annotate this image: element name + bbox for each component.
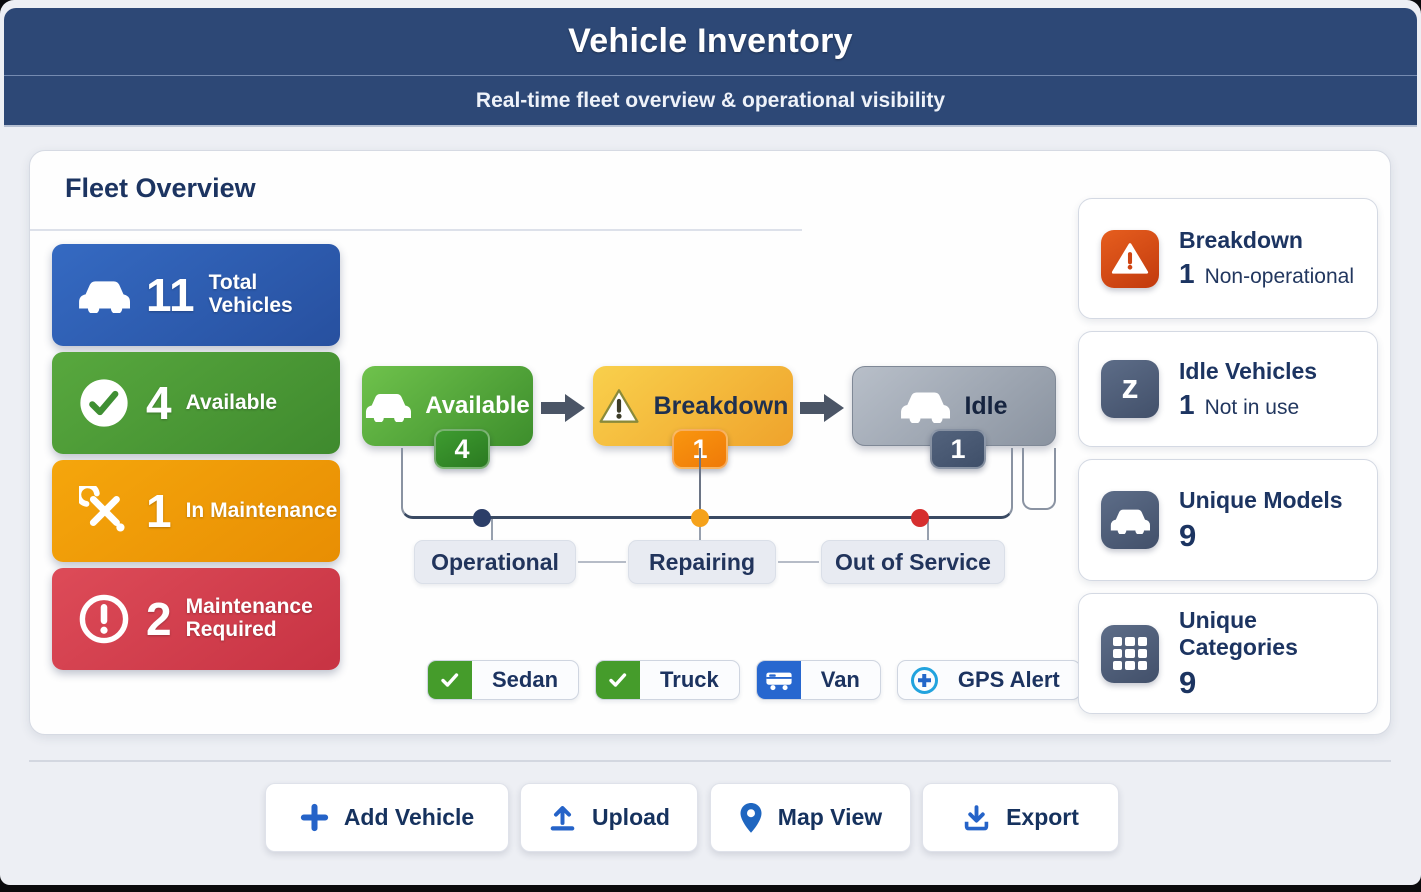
category-tag-row: Sedan Truck Van GPS Alert — [427, 660, 1081, 700]
summary-card-unique-models[interactable]: Unique Models 9 — [1078, 459, 1378, 581]
tag-sedan[interactable]: Sedan — [427, 660, 580, 700]
summary-card-breakdown[interactable]: Breakdown 1 Non-operational — [1078, 198, 1378, 319]
action-label: Export — [1006, 804, 1079, 830]
state-link-line — [578, 561, 626, 563]
flow-node-label: Available — [425, 392, 530, 419]
summary-value: 9 — [1179, 517, 1197, 553]
summary-caption: Not in use — [1204, 395, 1300, 419]
state-label-repairing: Repairing — [628, 540, 776, 584]
stat-card-maintenance-required[interactable]: 2 Maintenance Required — [52, 568, 340, 670]
state-label-out-of-service: Out of Service — [821, 540, 1005, 584]
state-link-line — [778, 561, 819, 563]
stat-label: In Maintenance — [185, 498, 338, 522]
state-label-operational: Operational — [414, 540, 576, 584]
download-icon — [964, 805, 989, 831]
map-pin-icon — [740, 802, 762, 833]
warning-triangle-icon — [1101, 229, 1159, 288]
tag-label: GPS Alert — [957, 667, 1060, 692]
stat-card-column: 11 Total Vehicles 4 Available 1 In Maint… — [52, 244, 340, 676]
car-icon — [74, 278, 134, 313]
toolbar-divider — [29, 760, 1391, 762]
check-icon — [428, 661, 472, 699]
page-title: Vehicle Inventory — [568, 22, 853, 60]
flow-badge-available-count: 4 — [434, 429, 490, 469]
sleep-z-icon: z — [1101, 360, 1159, 418]
stat-label: Maintenance Required — [185, 595, 313, 641]
app-header: Vehicle Inventory — [4, 8, 1417, 75]
stat-value: 2 — [146, 593, 172, 645]
fleet-overview-panel: Fleet Overview 11 Total Vehicles 4 Avail… — [29, 150, 1391, 735]
add-vehicle-button[interactable]: Add Vehicle — [265, 783, 509, 852]
summary-title: Unique Models — [1179, 486, 1343, 513]
stat-card-available[interactable]: 4 Available — [52, 352, 340, 454]
status-dot-repairing — [691, 509, 709, 527]
summary-title: Breakdown — [1179, 227, 1303, 253]
stat-value: 4 — [146, 377, 172, 429]
flow-badge-idle-count: 1 — [930, 429, 986, 469]
stat-label: Total Vehicles — [208, 271, 293, 317]
summary-title: Unique Categories — [1179, 606, 1298, 660]
car-icon — [366, 393, 412, 422]
car-icon — [1101, 491, 1159, 549]
stat-card-total-vehicles[interactable]: 11 Total Vehicles — [52, 244, 340, 346]
app-subheader: Real-time fleet overview & operational v… — [4, 75, 1417, 127]
status-dot-out-of-service — [911, 509, 929, 527]
summary-value: 1 — [1179, 258, 1195, 289]
tag-van[interactable]: Van — [755, 660, 881, 700]
tag-gps-alert[interactable]: GPS Alert — [896, 660, 1081, 700]
flow-connector-stub — [491, 519, 493, 541]
panel-divider — [30, 229, 802, 231]
arrow-right-icon — [541, 394, 587, 422]
check-icon — [596, 661, 641, 699]
flow-connector-bracket — [1022, 448, 1056, 510]
stat-value: 1 — [146, 485, 172, 537]
gps-icon — [910, 666, 938, 694]
stat-label: Available — [185, 390, 278, 414]
stat-value: 11 — [146, 269, 195, 321]
grid-icon — [1101, 624, 1159, 683]
status-dot-operational — [473, 509, 491, 527]
plus-icon — [300, 803, 328, 832]
flow-connector-stub — [927, 519, 929, 541]
map-view-button[interactable]: Map View — [710, 783, 911, 852]
alert-circle-icon — [74, 592, 134, 646]
tag-label: Truck — [660, 667, 719, 692]
action-label: Upload — [592, 804, 670, 830]
check-circle-icon — [74, 376, 134, 430]
action-label: Add Vehicle — [343, 804, 475, 830]
tag-label: Van — [820, 667, 860, 692]
stat-card-in-maintenance[interactable]: 1 In Maintenance — [52, 460, 340, 562]
flow-connector-stub — [699, 448, 701, 517]
summary-card-unique-categories[interactable]: Unique Categories 9 — [1078, 593, 1378, 714]
van-icon — [756, 661, 801, 699]
action-label: Map View — [777, 804, 883, 830]
flow-node-label: Breakdown — [653, 391, 789, 420]
summary-value: 9 — [1179, 664, 1197, 700]
summary-caption: Non-operational — [1204, 265, 1355, 288]
upload-icon — [550, 806, 575, 831]
car-icon — [901, 392, 951, 423]
warning-triangle-icon — [599, 388, 639, 423]
tag-truck[interactable]: Truck — [595, 660, 740, 700]
summary-value: 1 — [1179, 388, 1195, 420]
summary-card-idle-vehicles[interactable]: z Idle Vehicles 1 Not in use — [1078, 331, 1378, 447]
page-subtitle: Real-time fleet overview & operational v… — [475, 88, 946, 112]
flow-node-label: Idle — [964, 391, 1008, 420]
flow-connector-stub — [699, 519, 701, 543]
wrench-icon — [74, 486, 134, 536]
export-button[interactable]: Export — [922, 783, 1119, 852]
panel-title: Fleet Overview — [65, 173, 256, 203]
summary-title: Idle Vehicles — [1179, 357, 1318, 384]
tag-label: Sedan — [492, 667, 559, 692]
flow-node-available: Available — [362, 366, 533, 446]
upload-button[interactable]: Upload — [520, 783, 698, 852]
arrow-right-icon — [800, 394, 846, 422]
